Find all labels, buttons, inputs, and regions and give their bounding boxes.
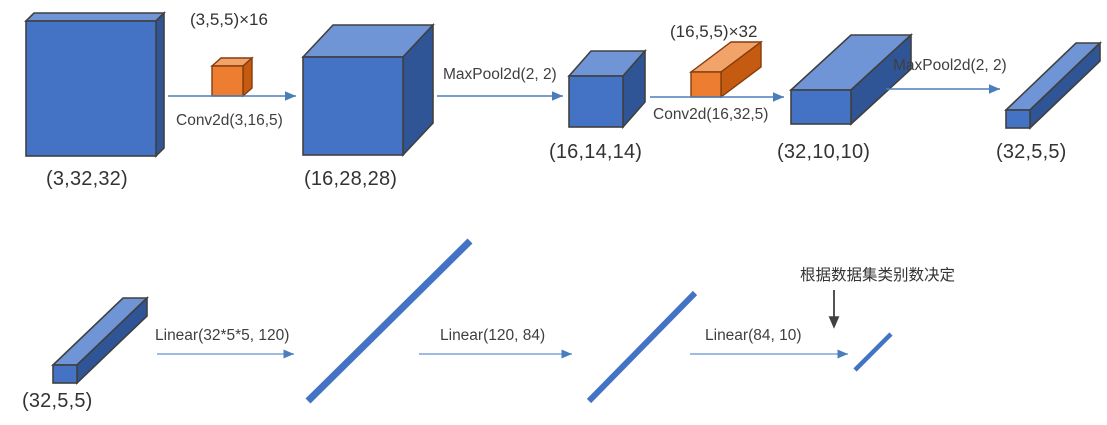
- shape-label-pool1-out: (16,14,14): [549, 141, 643, 163]
- op-label-fc2: Linear(120, 84): [440, 327, 546, 344]
- kernel-conv2-prism: [688, 40, 764, 99]
- op-label-fc3: Linear(84, 10): [705, 327, 802, 344]
- op-label-maxpool2: MaxPool2d(2, 2): [893, 57, 1007, 74]
- class-count-note: 根据数据集类别数决定: [800, 266, 956, 284]
- shape-label-conv2-out: (32,10,10): [777, 141, 871, 163]
- op-label-maxpool1: MaxPool2d(2, 2): [443, 66, 557, 83]
- vector-fc2-out-84: [586, 290, 698, 404]
- vector-fc1-out-120: [305, 238, 473, 404]
- tensor-pool2-out-32-5-5: [1004, 41, 1102, 130]
- op-label-fc1: Linear(32*5*5, 120): [155, 327, 290, 344]
- kernel-label-conv1: (3,5,5)×16: [190, 10, 268, 29]
- tensor-input-3-32-32: [24, 11, 166, 158]
- vector-fc3-out-10: [853, 332, 893, 372]
- tensor-conv2-out-32-10-10: [788, 33, 914, 126]
- kernel-label-conv2: (16,5,5)×32: [670, 22, 758, 41]
- tensor-pool1-out-16-14-14: [567, 48, 647, 130]
- op-label-conv1: Conv2d(3,16,5): [176, 112, 283, 129]
- shape-label-input: (3,32,32): [46, 168, 128, 190]
- shape-label-flatten-in: (32,5,5): [22, 390, 93, 412]
- tensor-flatten-in-32-5-5: [51, 296, 149, 385]
- shape-label-conv1-out: (16,28,28): [304, 168, 398, 190]
- tensor-conv1-out-16-28-28: [301, 22, 435, 158]
- op-label-conv2: Conv2d(16,32,5): [653, 106, 769, 123]
- kernel-conv1-cube: [210, 56, 254, 98]
- shape-label-pool2-out: (32,5,5): [996, 141, 1067, 163]
